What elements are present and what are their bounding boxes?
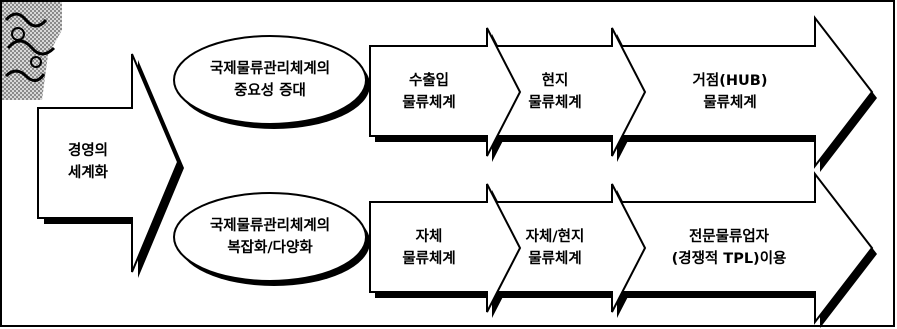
stage-bottom-1-line2: 물류체계 — [402, 251, 456, 267]
stage-top-2-line2: 물류체계 — [528, 95, 582, 111]
stage-label-top-3: 거점(HUB) 물류체계 — [650, 70, 810, 114]
stage-bottom-3-line2: (경쟁적 TPL)이용 — [671, 251, 787, 267]
stage-top-1-line1: 수출입 — [408, 73, 450, 89]
driver-label-top-line2: 중요성 증대 — [234, 83, 306, 99]
source-label-line2: 세계화 — [67, 165, 109, 181]
bottom-row-arrows — [369, 171, 877, 328]
stage-label-bottom-3: 전문물류업자 (경쟁적 TPL)이용 — [645, 226, 813, 270]
stage-top-1-line2: 물류체계 — [402, 95, 456, 111]
driver-label-bottom: 국제물류관리체계의 복잡화/다양화 — [176, 215, 364, 259]
source-label-line1: 경영의 — [67, 143, 109, 159]
driver-ellipse-top — [173, 35, 370, 129]
stage-top-2-line1: 현지 — [541, 73, 569, 89]
stage-top-3-line2: 물류체계 — [703, 95, 757, 111]
top-row-arrows — [369, 15, 877, 172]
driver-ellipse-bottom — [173, 192, 370, 286]
stage-bottom-3-line1: 전문물류업자 — [688, 229, 770, 245]
stage-label-top-2: 현지 물류체계 — [500, 70, 610, 114]
driver-label-bottom-line2: 복잡화/다양화 — [227, 240, 313, 256]
stage-label-bottom-1: 자체 물류체계 — [374, 226, 484, 270]
driver-label-top-line1: 국제물류관리체계의 — [209, 61, 331, 77]
decorative-background-pattern — [2, 2, 62, 100]
stage-bottom-1-line1: 자체 — [415, 229, 443, 245]
source-label: 경영의 세계화 — [48, 140, 128, 184]
driver-label-bottom-line1: 국제물류관리체계의 — [209, 218, 331, 234]
stage-bottom-2-line2: 물류체계 — [528, 251, 582, 267]
stage-label-top-1: 수출입 물류체계 — [374, 70, 484, 114]
source-arrow — [37, 53, 184, 278]
stage-bottom-2-line1: 자체/현지 — [525, 229, 585, 245]
stage-top-3-line1: 거점(HUB) — [692, 73, 768, 89]
driver-label-top: 국제물류관리체계의 중요성 증대 — [176, 58, 364, 102]
stage-label-bottom-2: 자체/현지 물류체계 — [500, 226, 610, 270]
